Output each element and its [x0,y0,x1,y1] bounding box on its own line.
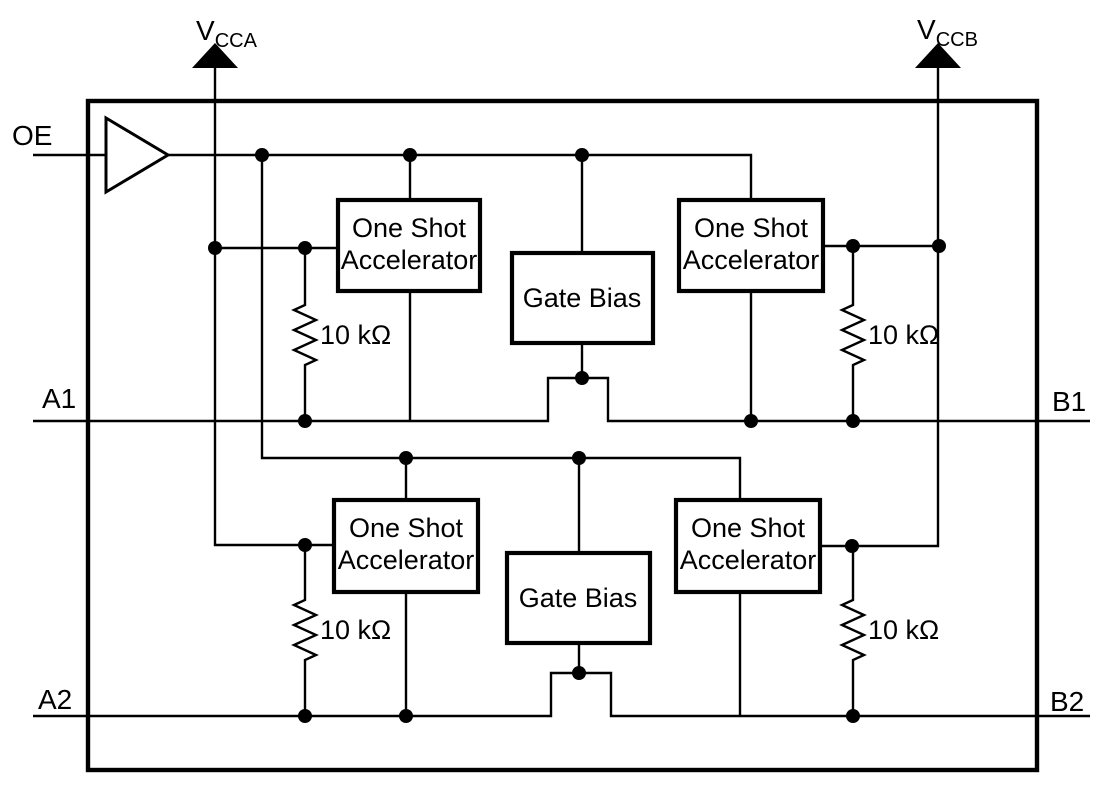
gate-bias-label: Gate Bias [519,583,638,613]
one-shot-label-line2: Accelerator [338,545,475,575]
junction-dot [399,451,413,465]
resistor-value-label: 10 kΩ [320,320,391,350]
port-label-a1: A1 [42,383,76,414]
junction-dot [255,148,269,162]
junction-dot [298,709,312,723]
port-label-b2: B2 [1050,686,1084,717]
junction-dot [744,414,758,428]
wire-vccb-rail [820,68,940,548]
one-shot-accelerator-box-ch2-left [331,497,481,595]
oe-buffer-icon [104,115,171,195]
port-label-oe: OE [12,120,52,151]
resistors [291,246,867,716]
power-label-vccb: VCCB [917,14,978,51]
junction-dot [403,148,417,162]
gate-bias-label: Gate Bias [523,283,642,313]
wire-oe-net-ch1 [168,153,753,200]
junction-dot [572,666,586,680]
power-label-vcca: VCCA [196,15,258,52]
one-shot-label-line1: One Shot [352,213,467,243]
junction-dot [298,414,312,428]
junction-dot [298,241,312,255]
resistor-b1-pullup [839,246,867,421]
junction-dot [846,709,860,723]
junction-dot [399,709,413,723]
one-shot-accelerator-box-ch2-right [673,497,823,595]
junction-dot [298,538,312,552]
vccb-main: V [917,14,936,45]
wire-vcca-rail [213,68,334,547]
junction-dot [575,371,589,385]
junction-dot [932,239,946,253]
wire-channel2-a2-b2 [33,671,1090,718]
power-symbols [192,43,961,68]
vccb-power-icon [915,43,961,68]
junction-dot [846,414,860,428]
junction-dot [208,241,222,255]
gate-bias-box-ch2 [504,550,653,646]
one-shot-accelerator-box-ch1-right [676,197,826,294]
one-shot-label-line2: Accelerator [341,245,478,275]
one-shot-accelerator-box-ch1-left [335,197,483,294]
resistor-value-label: 10 kΩ [868,615,939,645]
junction-dot [575,148,589,162]
resistor-value-label: 10 kΩ [868,320,939,350]
vcca-power-icon [192,43,238,68]
labels: OE A1 A2 B1 B2 VCCA VCCB One Shot Accele… [12,14,1086,717]
wire-oe-net-ch2 [260,155,742,500]
port-label-a2: A2 [38,684,72,715]
function-blocks [331,197,826,646]
one-shot-label-line2: Accelerator [683,245,820,275]
junction-dot [846,239,860,253]
resistor-value-label: 10 kΩ [320,615,391,645]
one-shot-label-line2: Accelerator [680,545,817,575]
junction-dot [572,451,586,465]
resistor-a1-pullup [291,248,319,421]
gate-bias-box-ch1 [509,250,656,346]
junction-dots [208,148,946,723]
vcca-subscript: CCA [215,30,258,52]
one-shot-label-line1: One Shot [691,513,806,543]
one-shot-label-line1: One Shot [694,213,809,243]
one-shot-label-line1: One Shot [349,513,464,543]
ic-boundary-box [85,98,1040,773]
vcca-main: V [196,15,215,46]
resistor-a2-pullup [291,545,319,716]
junction-dot [845,539,859,553]
port-label-b1: B1 [1052,386,1086,417]
resistor-b2-pullup [839,546,867,716]
wire-channel1-a1-b1 [33,376,1090,423]
vccb-subscript: CCB [936,29,978,51]
